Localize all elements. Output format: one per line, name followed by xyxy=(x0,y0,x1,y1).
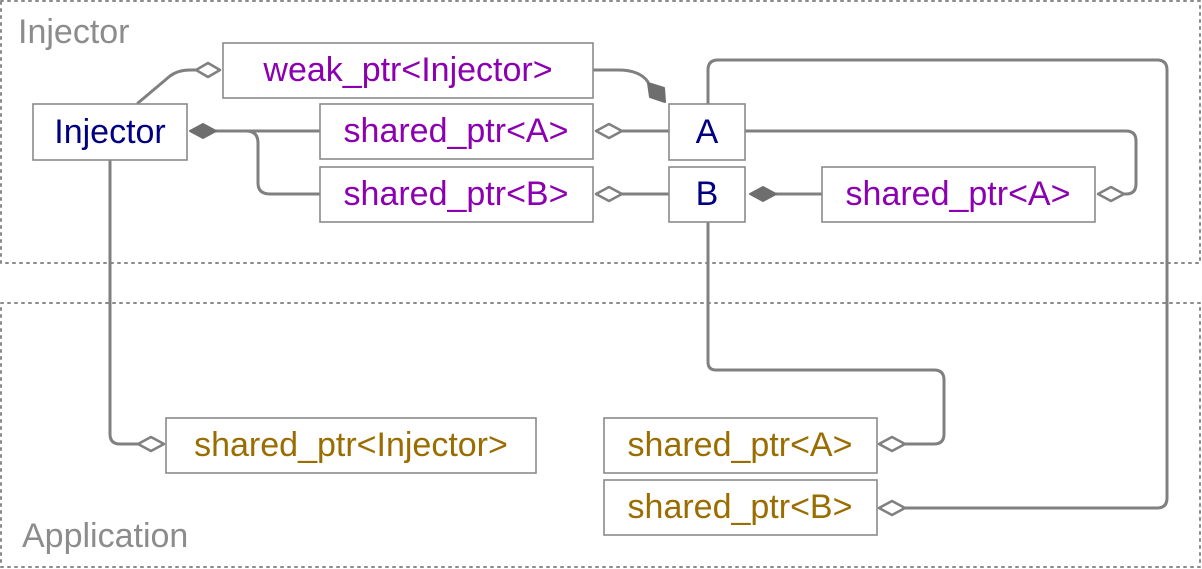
link-injector-weakptr xyxy=(136,68,199,105)
solid-diamond-icon xyxy=(749,186,777,202)
shared-ptr-b-app-node: shared_ptr<B> xyxy=(603,479,878,536)
a-node: A xyxy=(668,103,746,161)
link-injector-app-sharedptr xyxy=(108,158,140,446)
link-injector-sharedptr-b xyxy=(244,129,322,196)
hollow-diamond-icon xyxy=(136,435,166,453)
weak-ptr-injector-label: weak_ptr<Injector> xyxy=(262,51,552,89)
shared-ptr-a-app-node: shared_ptr<A> xyxy=(603,417,878,474)
injector-region xyxy=(0,0,1201,264)
shared-ptr-a-in-b-node: shared_ptr<A> xyxy=(821,166,1096,223)
hollow-diamond-icon xyxy=(1096,185,1126,203)
application-region xyxy=(0,302,1201,568)
hollow-diamond-icon xyxy=(594,122,624,140)
shared-ptr-b-injector-label: shared_ptr<B> xyxy=(344,175,569,213)
shared-ptr-a-injector-label: shared_ptr<A> xyxy=(344,112,569,150)
a-node-label: A xyxy=(696,113,719,151)
weak-ptr-injector-node: weak_ptr<Injector> xyxy=(222,42,594,99)
application-region-label: Application xyxy=(22,517,188,555)
shared-ptr-a-injector-node: shared_ptr<A> xyxy=(319,103,594,160)
shared-ptr-injector-app-label: shared_ptr<Injector> xyxy=(194,426,508,464)
shared-ptr-b-injector-node: shared_ptr<B> xyxy=(319,166,594,223)
hollow-diamond-icon xyxy=(594,185,624,203)
injector-node: Injector xyxy=(32,103,188,161)
solid-diamond-icon xyxy=(189,123,217,139)
shared-ptr-b-app-label: shared_ptr<B> xyxy=(628,488,853,526)
connectors xyxy=(108,58,1169,510)
b-node: B xyxy=(668,166,746,223)
hollow-diamond-icon xyxy=(194,61,222,79)
diamond-markers xyxy=(136,61,1126,517)
shared-ptr-a-app-label: shared_ptr<A> xyxy=(628,426,853,464)
link-a-app-sharedptr-b xyxy=(706,58,1169,510)
shared-ptr-injector-app-node: shared_ptr<Injector> xyxy=(165,417,537,474)
b-node-label: B xyxy=(696,175,719,213)
link-b-app-sharedptr-a xyxy=(706,220,946,446)
link-weakptr-a xyxy=(592,68,650,84)
shared-ptr-a-in-b-label: shared_ptr<A> xyxy=(846,175,1071,213)
solid-diamond-icon xyxy=(647,82,666,103)
hollow-diamond-icon xyxy=(877,435,907,453)
injector-region-label: Injector xyxy=(18,13,130,51)
injector-node-label: Injector xyxy=(54,113,166,151)
link-a-member-sharedptr xyxy=(743,129,1138,196)
hollow-diamond-icon xyxy=(877,499,907,517)
